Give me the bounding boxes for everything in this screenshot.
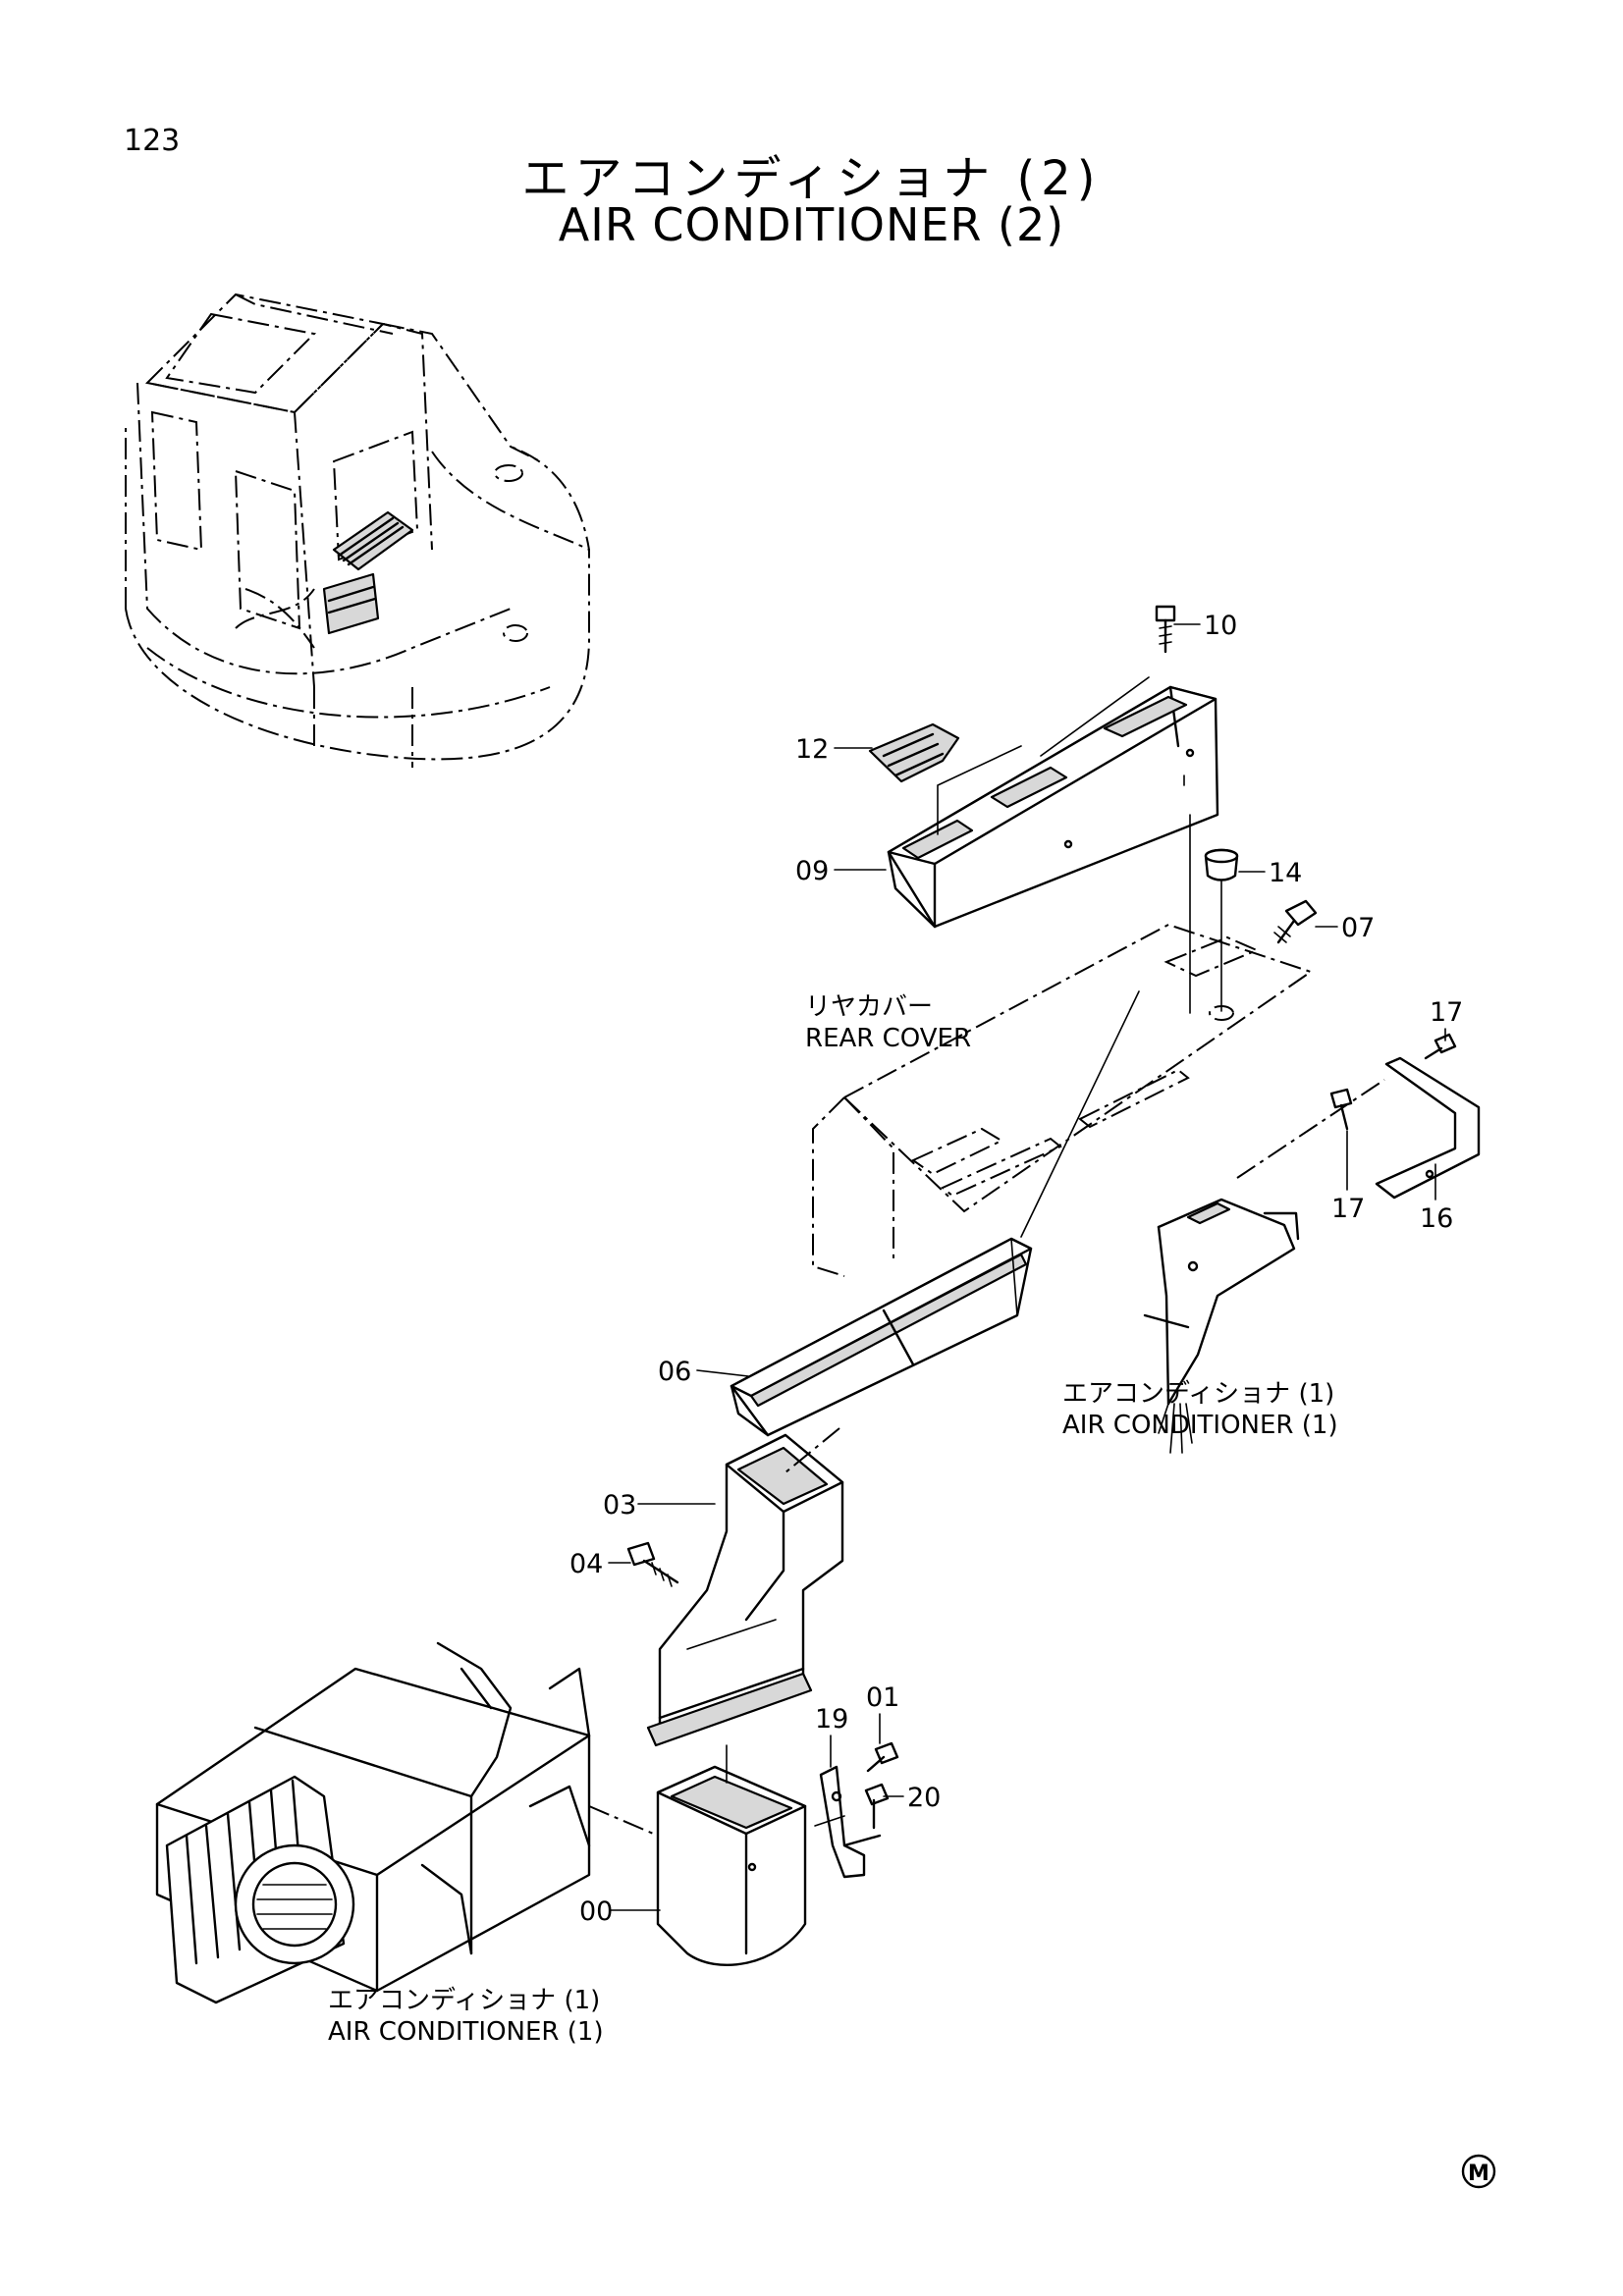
ac-connector-illustration [1143,1198,1300,1454]
vent-duct-assembly [887,676,1219,929]
callout-17-lower: 17 [1331,1194,1365,1224]
footer-circle-mark: M [1461,2154,1496,2189]
callout-01: 01 [866,1682,899,1713]
louver-part-12 [868,722,960,783]
page-number: 123 [124,124,181,158]
duct-part-06 [730,1237,1033,1437]
callout-leaders [608,623,1446,1911]
callout-19: 19 [815,1704,848,1735]
callout-07: 07 [1341,913,1375,943]
diagram-title-english: AIR CONDITIONER (2) [558,198,1065,251]
screw-part-04 [626,1541,679,1587]
ac1-right-label-jp: エアコンディショナ (1) [1062,1379,1334,1409]
callout-09: 09 [795,856,829,886]
callout-06: 06 [658,1357,691,1387]
air-conditioner-unit-illustration [155,1641,659,2004]
callout-20: 20 [907,1783,941,1813]
callout-14: 14 [1269,858,1302,888]
callout-12: 12 [795,734,829,765]
plug-part-14 [1204,848,1239,881]
bolt-part-17-lower [1329,1088,1353,1131]
callout-17-upper: 17 [1430,997,1463,1028]
callout-04: 04 [569,1549,603,1579]
ac1-bottom-label-en: AIR CONDITIONER (1) [328,2017,604,2047]
duct-part-03 [646,1433,844,1747]
reference-labels: リヤカバー REAR COVER エアコンディショナ (1) AIR CONDI… [328,992,1338,2047]
bracket-part-16 [1375,1056,1481,1200]
callout-16: 16 [1420,1203,1453,1234]
callout-03: 03 [603,1490,636,1521]
assembly-lines [726,814,1385,1827]
bracket-part-19 [819,1765,882,1879]
bolt-part-17-upper [1424,1033,1457,1060]
bolt-part-07 [1273,899,1318,944]
outlet-part-00 [656,1765,807,1966]
ac1-bottom-label-jp: エアコンディショナ (1) [328,1986,600,2015]
diagram-title-japanese: エアコンディショナ (2) [521,151,1102,206]
screw-part-10 [1155,605,1176,654]
ac1-right-label-en: AIR CONDITIONER (1) [1062,1411,1338,1440]
callout-numbers: 10 12 09 14 07 17 17 16 06 03 04 01 19 2… [569,611,1463,1927]
rear-cover-label-en: REAR COVER [805,1024,971,1053]
callout-00: 00 [579,1896,613,1927]
footer-mark-letter: M [1468,2162,1489,2186]
machine-overview-illustration [125,293,590,768]
bolt-part-20 [864,1783,890,1830]
rear-cover-panel [812,923,1314,1277]
callout-10: 10 [1204,611,1237,641]
rear-cover-label-jp: リヤカバー [805,992,933,1022]
bolt-part-01 [866,1741,899,1773]
